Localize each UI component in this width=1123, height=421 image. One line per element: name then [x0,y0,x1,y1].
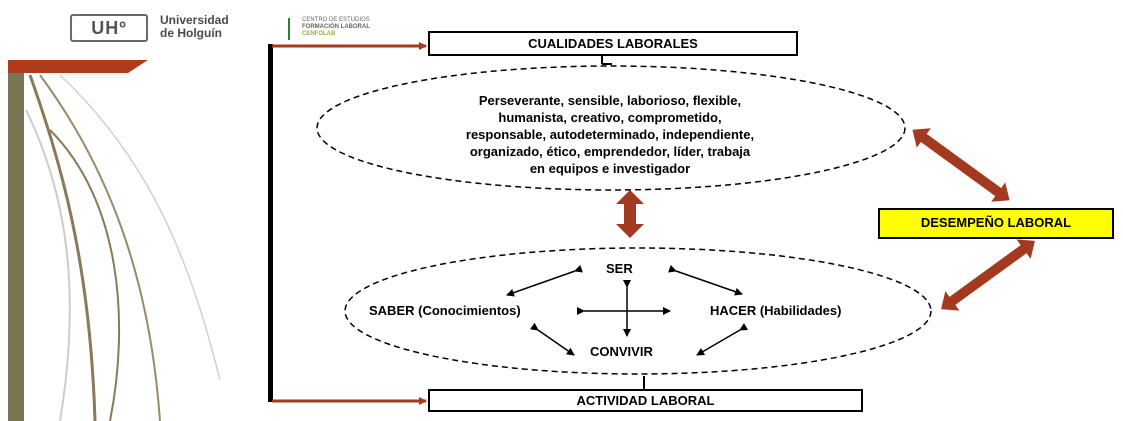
dimensions-ellipse [344,247,932,375]
double-arrow-lower [941,239,1035,311]
cualidades-laborales-box: CUALIDADES LABORALES [428,31,798,56]
actividad-laboral-box: ACTIVIDAD LABORAL [428,389,863,412]
qualities-text: Perseverante, sensible, laborioso, flexi… [380,92,840,177]
red-accent-band [8,60,148,73]
qualities-line: humanista, creativo, comprometido, [498,110,722,125]
logo-separator [288,18,290,40]
qualities-line: organizado, ético, emprendedor, líder, t… [469,144,751,159]
double-arrow-upper [912,128,1010,202]
centro-line1: CENTRO DE ESTUDIOS [302,17,370,23]
qualities-line: Perseverante, sensible, laborioso, flexi… [478,93,742,108]
node-ser: SER [606,261,633,276]
decorative-curve [39,74,161,421]
decorative-curve [49,129,121,421]
node-saber: SABER (Conocimientos) [369,303,521,318]
arrow-hacer-convivir [696,323,749,356]
desempeno-laboral-box: DESEMPEÑO LABORAL [878,208,1114,239]
university-name: Universidad de Holguín [160,14,260,40]
vertical-connector [268,44,273,402]
node-convivir: CONVIVIR [590,344,653,359]
decorative-curve [28,74,97,421]
arrow-ser-hacer [668,264,743,296]
university-logo-mark: UHº [70,14,148,42]
node-hacer: HACER (Habilidades) [710,303,842,318]
qualities-line: en equipos e investigador [529,161,691,176]
centro-label: CENTRO DE ESTUDIOS FORMACIÓN LABORAL CEN… [302,17,370,38]
decorative-curve [25,109,71,421]
centro-line2: FORMACIÓN LABORAL [302,24,370,30]
olive-side-bar [8,73,24,421]
university-name-line2: de Holguín [160,26,222,40]
university-name-line1: Universidad [160,13,229,27]
double-arrow-vertical [616,190,644,238]
centro-line3: CENFOLAB [302,31,336,37]
qualities-line: responsable, autodeterminado, independie… [465,127,755,142]
decorative-curve [59,74,221,381]
arrow-saber-convivir [529,322,575,356]
qualities-ellipse [316,65,906,191]
arrow-ser-saber [506,264,583,297]
